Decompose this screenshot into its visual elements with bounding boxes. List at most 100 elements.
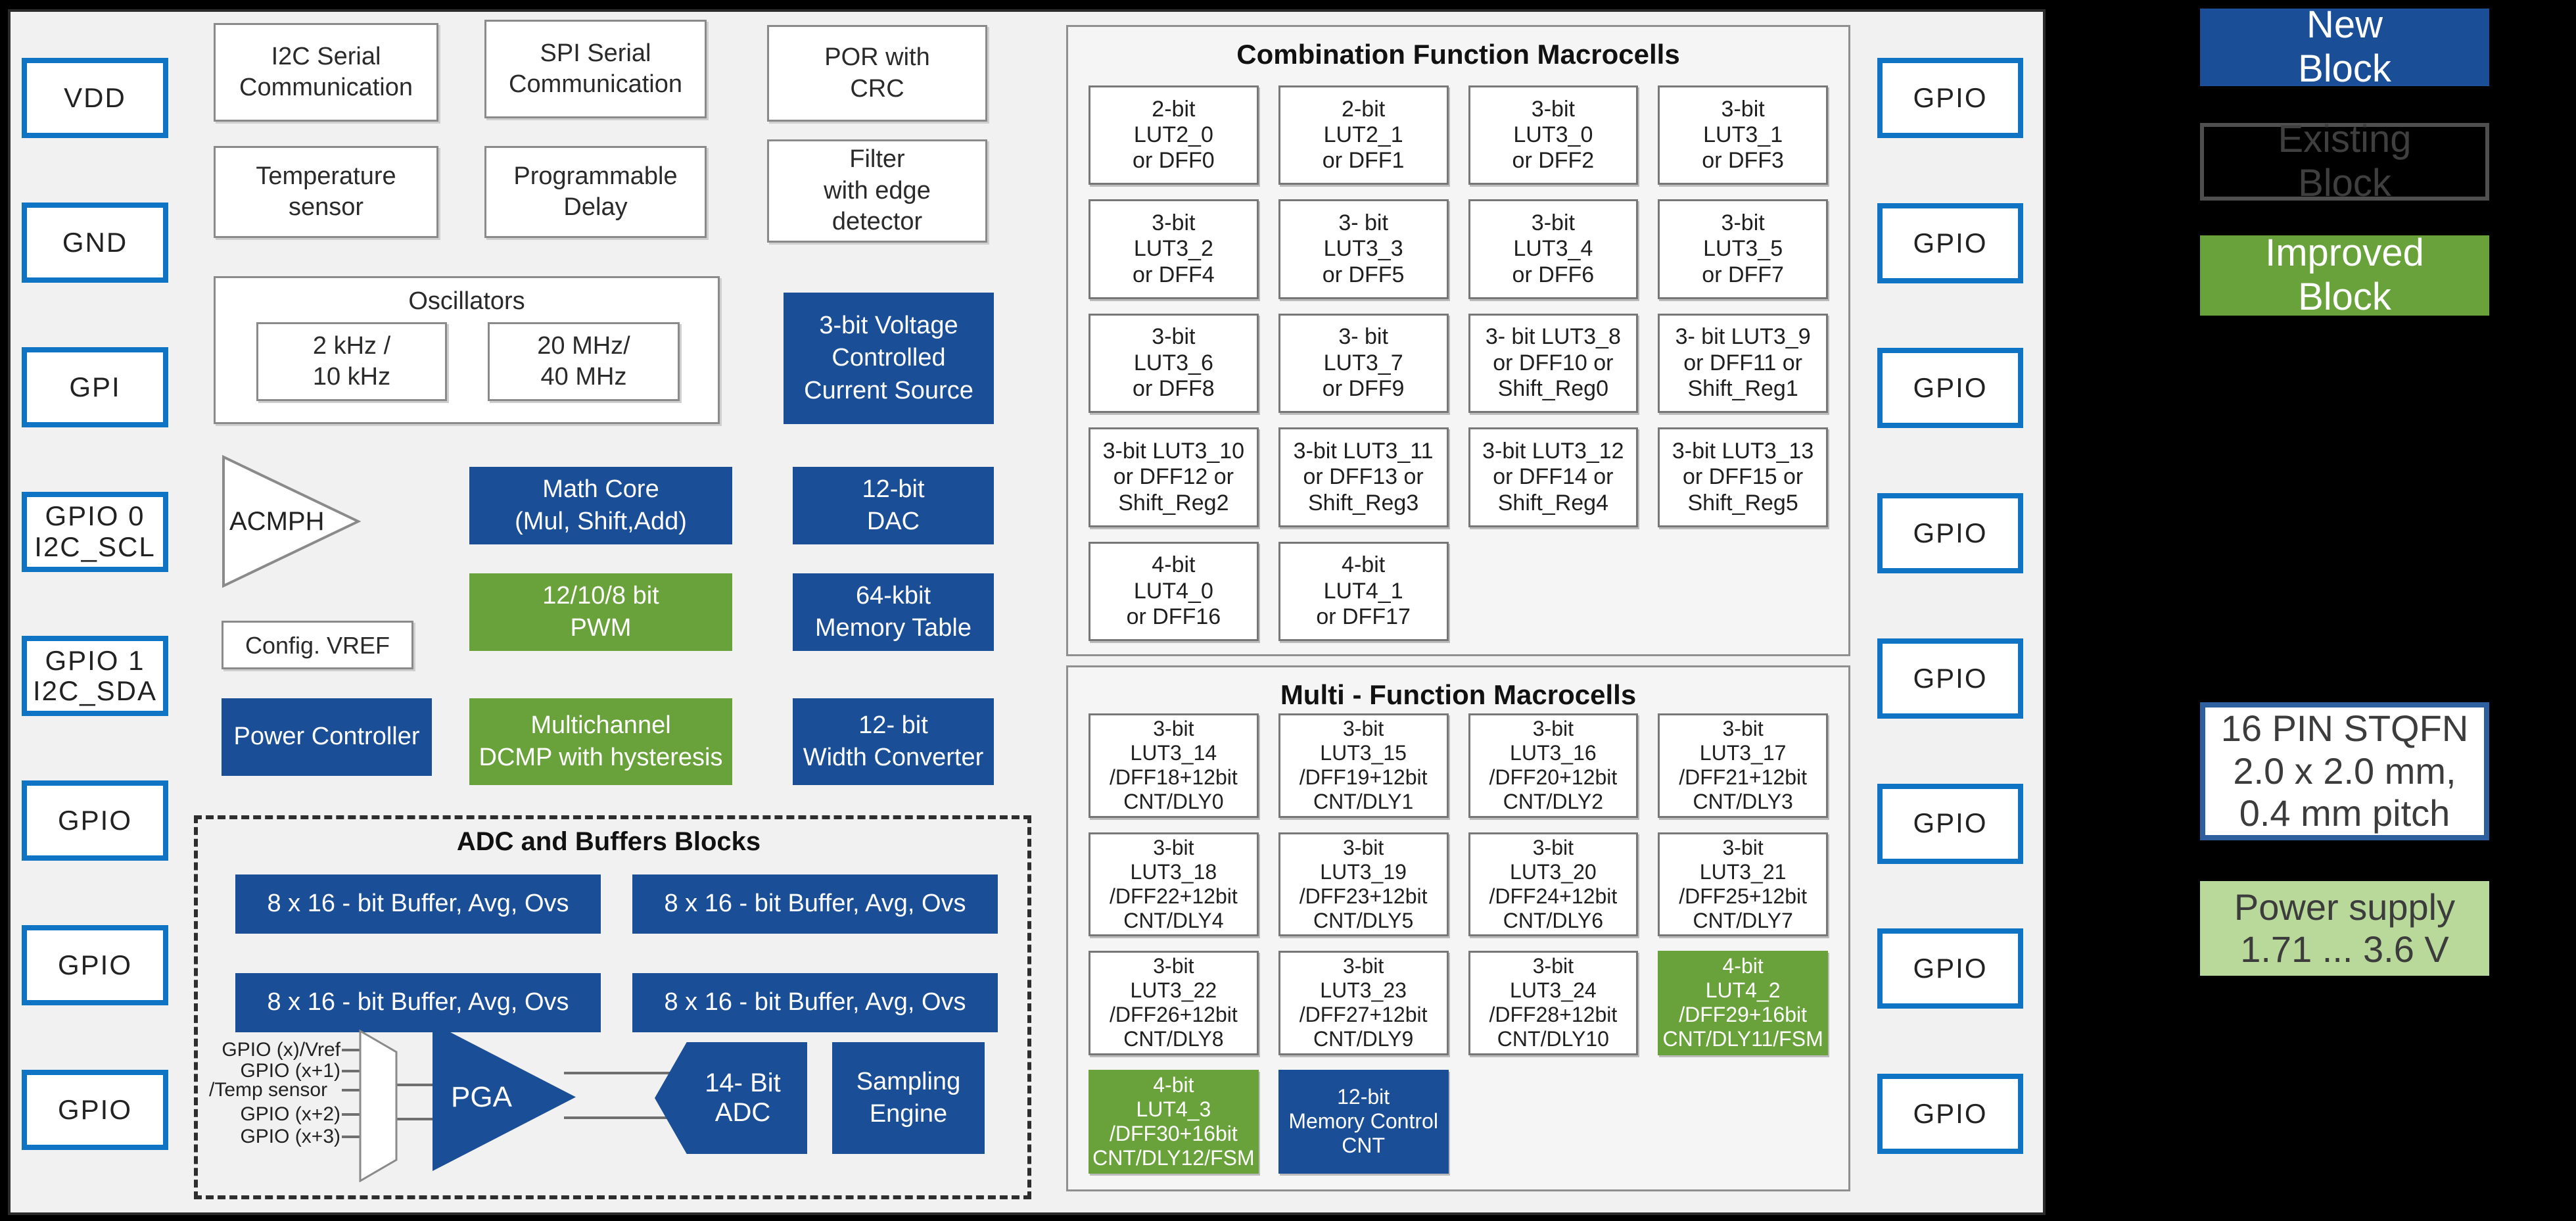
adc-input-label: GPIO (x+3): [240, 1126, 340, 1147]
buffer-grid: 8 x 16 - bit Buffer, Avg, Ovs 8 x 16 - bi…: [235, 874, 998, 1032]
pin-right: GPIO: [1877, 203, 2023, 283]
pin-right: GPIO: [1877, 783, 2023, 864]
block-spi-serial: SPI Serial Communication: [484, 20, 707, 118]
macrocell: 3-bit LUT3_0 or DFF2: [1468, 85, 1639, 185]
oscillator-low-freq: 2 kHz / 10 kHz: [256, 322, 447, 401]
oscillators-title: Oscillators: [408, 287, 525, 315]
wire: [564, 1116, 689, 1119]
wire: [342, 1113, 360, 1116]
left-pin-column: VDD GND GPI GPIO 0 I2C_SCL GPIO 1 I2C_SDA GPI…: [22, 58, 168, 1150]
right-pin-column: GPIO GPIO GPIO GPIO GPIO GPIO GPIO GPIO: [1877, 58, 2023, 1154]
macrocell: 2-bit LUT2_0 or DFF0: [1089, 85, 1259, 185]
adc-input-label: GPIO (x+1): [240, 1060, 340, 1082]
block-pwm: 12/10/8 bit PWM: [469, 573, 732, 651]
macrocell: 3-bit LUT3_24 /DFF28+12bit CNT/DLY10: [1468, 951, 1639, 1055]
block-filter-edge-detector: Filter with edge detector: [767, 139, 987, 243]
macrocell: 3-bit LUT3_14 /DFF18+12bit CNT/DLY0: [1089, 713, 1259, 818]
macrocell: 3-bit LUT3_16 /DFF20+12bit CNT/DLY2: [1468, 713, 1639, 818]
multi-macrocells-title: Multi - Function Macrocells: [1280, 679, 1637, 710]
legend-power-supply: Power supply 1.71 ... 3.6 V: [2200, 881, 2489, 976]
macrocell: 4-bit LUT4_2 /DFF29+16bit CNT/DLY11/FSM: [1658, 951, 1828, 1055]
buffer-block: 8 x 16 - bit Buffer, Avg, Ovs: [235, 874, 601, 934]
macrocell: 3-bit LUT3_5 or DFF7: [1658, 199, 1828, 299]
adc-input-label: GPIO (x+2): [240, 1103, 340, 1125]
block-math-core: Math Core (Mul, Shift,Add): [469, 467, 732, 544]
pin-left: GND: [22, 202, 168, 283]
wire: [342, 1089, 360, 1091]
block-sampling-engine: Sampling Engine: [832, 1042, 985, 1154]
macrocell: 3- bit LUT3_9 or DFF11 or Shift_Reg1: [1658, 313, 1828, 414]
macrocell: 3- bit LUT3_8 or DFF10 or Shift_Reg0: [1468, 313, 1639, 414]
pin-right: GPIO: [1877, 348, 2023, 429]
pin-left: GPIO: [22, 780, 168, 861]
macrocell: 3-bit LUT3_13 or DFF15 or Shift_Reg5: [1658, 427, 1828, 527]
adc-input-label: /Temp sensor: [209, 1079, 328, 1101]
macrocell: 3-bit LUT3_23 /DFF27+12bit CNT/DLY9: [1278, 951, 1449, 1055]
block-por-crc: POR with CRC: [767, 25, 987, 122]
macrocell: 3-bit LUT3_17 /DFF21+12bit CNT/DLY3: [1658, 713, 1828, 818]
block-config-vref: Config. VREF: [222, 621, 413, 669]
macrocell: 3- bit LUT3_7 or DFF9: [1278, 313, 1449, 414]
block-memory-table: 64-kbit Memory Table: [793, 573, 994, 651]
pin-right: GPIO: [1877, 58, 2023, 138]
pin-left: GPIO 0 I2C_SCL: [22, 491, 168, 572]
block-multichannel-dcmp: Multichannel DCMP with hysteresis: [469, 698, 732, 785]
block-power-controller: Power Controller: [222, 698, 432, 776]
macrocell: 3-bit LUT3_4 or DFF6: [1468, 199, 1639, 299]
wire: [342, 1049, 360, 1051]
combination-macrocells-title: Combination Function Macrocells: [1236, 39, 1680, 70]
pin-left: GPIO: [22, 1069, 168, 1150]
oscillator-high-freq: 20 MHz/ 40 MHz: [488, 322, 680, 401]
block-14bit-adc: 14- Bit ADC: [655, 1042, 807, 1154]
acmph-triangle-icon: [222, 454, 362, 588]
macrocell: 3-bit LUT3_22 /DFF26+12bit CNT/DLY8: [1089, 951, 1259, 1055]
pin-right: GPIO: [1877, 493, 2023, 574]
legend-new-block: New Block: [2200, 3, 2489, 90]
macrocell: 3-bit LUT3_15 /DFF19+12bit CNT/DLY1: [1278, 713, 1449, 818]
macrocell: 3-bit LUT3_18 /DFF22+12bit CNT/DLY4: [1089, 832, 1259, 936]
buffer-block: 8 x 16 - bit Buffer, Avg, Ovs: [235, 973, 601, 1032]
block-voltage-controlled-current-source: 3-bit Voltage Controlled Current Source: [784, 293, 994, 424]
wire: [342, 1136, 360, 1138]
pin-left: GPIO 1 I2C_SDA: [22, 636, 168, 717]
block-temperature-sensor: Temperature sensor: [214, 146, 438, 238]
legend-improved-block: Improved Block: [2200, 231, 2489, 318]
pin-right: GPIO: [1877, 1073, 2023, 1154]
buffer-block: 8 x 16 - bit Buffer, Avg, Ovs: [632, 973, 998, 1032]
wire: [397, 1084, 434, 1086]
macrocell: 4-bit LUT4_0 or DFF16: [1089, 541, 1259, 641]
macrocell: 3-bit LUT3_12 or DFF14 or Shift_Reg4: [1468, 427, 1639, 527]
buffer-block: 8 x 16 - bit Buffer, Avg, Ovs: [632, 874, 998, 934]
macrocell: 4-bit LUT4_3 /DFF30+16bit CNT/DLY12/FSM: [1089, 1069, 1259, 1174]
macrocell: 3-bit LUT3_10 or DFF12 or Shift_Reg2: [1089, 427, 1259, 527]
macrocell: 12-bit Memory Control CNT: [1278, 1069, 1449, 1174]
wire: [564, 1072, 689, 1074]
pga-label: PGA: [451, 1080, 512, 1113]
acmph-comparator: ACMPH: [222, 454, 362, 588]
adc-buffers-title: ADC and Buffers Blocks: [456, 827, 761, 856]
pin-left: VDD: [22, 58, 168, 138]
wire: [397, 1118, 434, 1120]
pin-right: GPIO: [1877, 928, 2023, 1009]
pin-left: GPI: [22, 347, 168, 427]
block-programmable-delay: Programmable Delay: [484, 146, 707, 238]
macrocell: 3-bit LUT3_6 or DFF8: [1089, 313, 1259, 414]
wire: [342, 1070, 360, 1072]
adc-input-mux: [359, 1029, 398, 1183]
macrocell: 3-bit LUT3_11 or DFF13 or Shift_Reg3: [1278, 427, 1449, 527]
macrocell: 3-bit LUT3_19 /DFF23+12bit CNT/DLY5: [1278, 832, 1449, 936]
macrocell: 3-bit LUT3_21 /DFF25+12bit CNT/DLY7: [1658, 832, 1828, 936]
macrocell: 3-bit LUT3_20 /DFF24+12bit CNT/DLY6: [1468, 832, 1639, 936]
macrocell: 2-bit LUT2_1 or DFF1: [1278, 85, 1449, 185]
mux-trapezoid-icon: [359, 1029, 398, 1183]
pga-amplifier: PGA: [433, 1023, 576, 1171]
pin-right: GPIO: [1877, 638, 2023, 719]
legend-existing-block: Existing Block: [2200, 118, 2489, 204]
acmph-label: ACMPH: [229, 506, 325, 536]
block-i2c-serial: I2C Serial Communication: [214, 23, 438, 122]
block-width-converter: 12- bit Width Converter: [793, 698, 994, 785]
macrocell: 3-bit LUT3_1 or DFF3: [1658, 85, 1828, 185]
